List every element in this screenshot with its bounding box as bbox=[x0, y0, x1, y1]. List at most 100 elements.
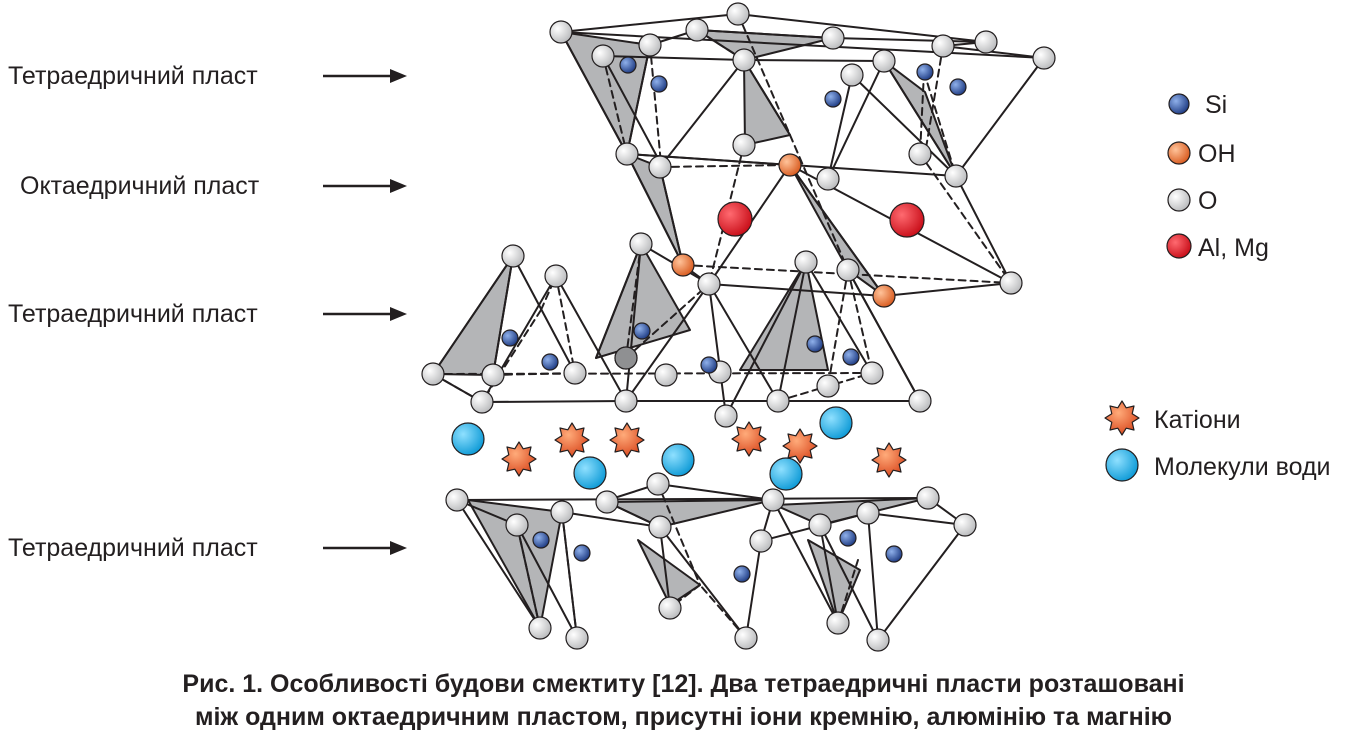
oxygen-atom bbox=[974, 30, 998, 54]
oxygen-atom bbox=[872, 49, 896, 73]
oxygen-atom bbox=[565, 626, 589, 650]
hidden-bond-line bbox=[659, 164, 791, 168]
oxygen-atom bbox=[615, 142, 639, 166]
oxygen-atom bbox=[697, 272, 721, 296]
silicon-atom bbox=[916, 63, 934, 81]
oxygen-atom bbox=[638, 33, 662, 57]
bond-line bbox=[560, 31, 1045, 59]
oxygen-atom bbox=[726, 2, 750, 26]
layer-label-tetra-mid: Тетраедричний пласт bbox=[8, 300, 407, 328]
polyhedra-faces bbox=[432, 29, 957, 629]
silicon-atom bbox=[824, 90, 842, 108]
oxygen-atom bbox=[445, 488, 469, 512]
oxygen-atom bbox=[999, 271, 1023, 295]
hidden-bond-line bbox=[919, 71, 925, 155]
silicon-atom bbox=[541, 353, 559, 371]
oxygen-atom bbox=[931, 34, 955, 58]
hidden-bond-line bbox=[561, 511, 578, 639]
bond-line bbox=[883, 282, 1012, 297]
hidden-bond-line bbox=[847, 269, 873, 374]
bond-line bbox=[955, 57, 1045, 177]
polyhedra-edges bbox=[432, 13, 1045, 641]
almg-atom-icon bbox=[1166, 233, 1192, 259]
legend-item-o: O bbox=[1167, 187, 1217, 215]
cation-star bbox=[871, 442, 907, 478]
hidden-bond-line bbox=[492, 372, 576, 376]
bond-line bbox=[696, 29, 834, 39]
legend-item-water: Молекули води bbox=[1105, 448, 1331, 482]
cation-star bbox=[501, 441, 537, 477]
hidden-bond-line bbox=[625, 243, 642, 359]
bond-line bbox=[867, 512, 966, 526]
water-molecule bbox=[451, 422, 485, 456]
hydroxyl-atom bbox=[778, 153, 802, 177]
bond-line bbox=[659, 59, 745, 168]
oxygen-atom bbox=[856, 501, 880, 525]
bond-line bbox=[851, 74, 957, 177]
layer-label-tetra-bottom: Тетраедричний пласт bbox=[8, 534, 407, 562]
water-molecule bbox=[573, 456, 607, 490]
caption-line-1: Рис. 1. Особливості будови смектиту [12]… bbox=[182, 670, 1185, 698]
bond-line bbox=[832, 37, 987, 43]
oxygen-atom bbox=[816, 374, 840, 398]
oxygen-atom bbox=[908, 142, 932, 166]
hidden-bond-line bbox=[696, 29, 745, 61]
hidden-bond-line bbox=[789, 134, 849, 271]
bond-line bbox=[456, 499, 541, 629]
oxygen-atom bbox=[821, 26, 845, 50]
aluminium-magnesium-atom bbox=[717, 201, 753, 237]
silicon-atom bbox=[633, 322, 651, 340]
oxygen-atom bbox=[563, 361, 587, 385]
oxygen-atom bbox=[421, 362, 445, 386]
oxygen-atom bbox=[953, 513, 977, 537]
oxygen-atom bbox=[840, 63, 864, 87]
bond-line bbox=[819, 524, 839, 624]
oxygen-atom bbox=[1032, 46, 1056, 70]
hidden-bond-line bbox=[923, 71, 957, 177]
legend: Si OH O Al, Mg Катіони Молекули води bbox=[1104, 91, 1331, 482]
bond-line bbox=[867, 512, 879, 641]
water-molecule bbox=[661, 443, 695, 477]
silicon-atom bbox=[949, 78, 967, 96]
silicon-atom bbox=[806, 335, 824, 353]
oxygen-atom bbox=[648, 155, 672, 179]
cation-star bbox=[782, 428, 818, 464]
legend-item-si: Si bbox=[1168, 91, 1227, 119]
oxygen-atom bbox=[550, 500, 574, 524]
oxygen-atom bbox=[614, 389, 638, 413]
hidden-bond-line bbox=[649, 44, 662, 165]
legend-item-almg: Al, Mg bbox=[1166, 233, 1269, 262]
legend-label: Молекули води bbox=[1154, 453, 1331, 481]
hydroxyl-atom bbox=[872, 284, 896, 308]
cation-star bbox=[609, 422, 645, 458]
oxygen-atom bbox=[749, 529, 773, 553]
layer-label-text: Тетраедричний пласт bbox=[8, 62, 258, 90]
legend-label: Катіони bbox=[1154, 406, 1241, 434]
oxygen-atom bbox=[836, 258, 860, 282]
bond-line bbox=[432, 255, 514, 375]
bond-line bbox=[708, 283, 779, 402]
silicon-atom bbox=[842, 348, 860, 366]
layer-label-octa: Октаедричний пласт bbox=[20, 172, 407, 200]
oxygen-atom bbox=[629, 232, 653, 256]
bond-line bbox=[659, 526, 671, 609]
arrow-head-icon bbox=[390, 69, 407, 83]
smectite-structure-diagram: Тетраедричний пласт Октаедричний пласт Т… bbox=[8, 2, 1331, 652]
hidden-bond-line bbox=[516, 524, 541, 629]
hidden-bond-line bbox=[657, 483, 701, 586]
silicon-atom bbox=[700, 356, 718, 374]
bond-line bbox=[595, 243, 642, 359]
o-atom-icon bbox=[1167, 188, 1191, 212]
oxygen-atom bbox=[614, 346, 638, 370]
hidden-bond-line bbox=[827, 269, 849, 387]
hidden-bond-line bbox=[625, 283, 710, 359]
legend-item-oh: OH bbox=[1167, 140, 1236, 168]
bond-line bbox=[708, 283, 885, 297]
legend-label: Si bbox=[1205, 91, 1227, 119]
bond-line bbox=[877, 524, 966, 641]
hidden-bond-line bbox=[481, 309, 542, 403]
water-molecule bbox=[819, 406, 853, 440]
oxygen-atom bbox=[685, 18, 709, 42]
caption-line-2: між одним октаедричним пластом, присутні… bbox=[194, 703, 1173, 731]
hidden-bond-line bbox=[699, 584, 747, 639]
